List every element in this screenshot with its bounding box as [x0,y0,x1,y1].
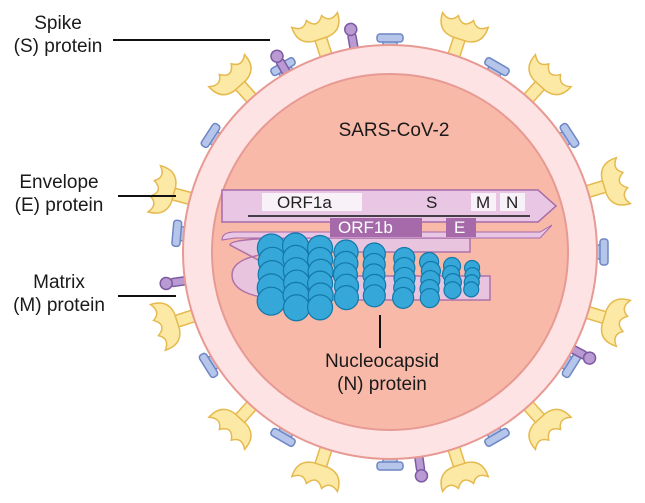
spike-label-line1: Spike [4,12,112,35]
nucleocapsid-bead [334,286,358,310]
s-gene-label: S [426,193,437,213]
envelope-label: Envelope (E) protein [0,171,118,217]
nucleocapsid-label-line2: (N) protein [316,373,448,396]
nucleocapsid-bead [464,282,479,297]
orf1a-label: ORF1a [277,193,332,213]
matrix-label-line1: Matrix [0,271,118,294]
matrix-label-line2: (M) protein [0,294,118,317]
m-gene-label: M [476,193,490,213]
nucleocapsid-bead [393,287,414,308]
nucleocapsid-bead [283,295,309,321]
envelope-label-line1: Envelope [0,171,118,194]
spike-label-line2: (S) protein [4,35,112,58]
nucleocapsid-label-line1: Nucleocapsid [316,350,448,373]
matrix-label: Matrix (M) protein [0,271,118,317]
nucleocapsid-bead [363,285,385,307]
envelope-label-line2: (E) protein [0,194,118,217]
orf1b-label: ORF1b [338,218,393,238]
nucleocapsid-label: Nucleocapsid (N) protein [316,350,448,396]
nucleocapsid-bead [444,282,461,299]
spike-label: Spike (S) protein [4,12,112,58]
nucleocapsid-bead [257,287,285,315]
e-gene-label: E [454,218,465,238]
virus-title: SARS-CoV-2 [322,119,466,142]
nucleocapsid-bead [420,289,439,308]
n-gene-label: N [506,193,518,213]
nucleocapsid-bead [308,295,333,320]
